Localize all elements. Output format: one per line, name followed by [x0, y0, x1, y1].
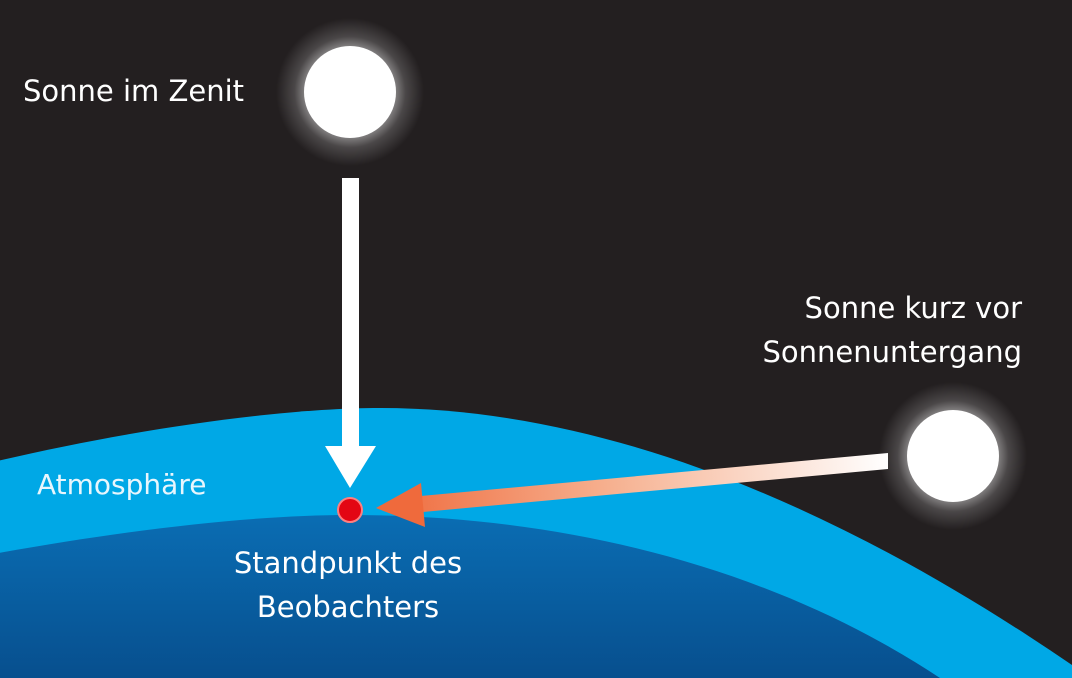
observer-label-line1: Standpunkt des: [233, 546, 463, 580]
sun-zenith-label: Sonne im Zenit: [23, 74, 245, 108]
sun-sunset-label-line2: Sonnenuntergang: [762, 335, 1023, 369]
sun-sunset: [907, 410, 999, 502]
zenith-ray-shaft: [342, 178, 359, 448]
sunset-ray-arrowhead: [376, 483, 425, 527]
sun-zenith: [304, 46, 396, 138]
observer-label: Standpunkt des Beobachters: [234, 541, 462, 629]
sun-sunset-label-line1: Sonne kurz vor: [804, 291, 1022, 325]
observer-dot: [337, 497, 363, 523]
earth-surface: [0, 515, 940, 678]
zenith-ray-arrowhead: [325, 446, 376, 488]
sun-sunset-label: Sonne kurz vor Sonnenuntergang: [763, 286, 1023, 374]
sunset-ray-shaft: [410, 453, 888, 513]
observer-label-line2: Beobachters: [256, 590, 440, 624]
atmosphere-label: Atmosphäre: [37, 468, 207, 501]
